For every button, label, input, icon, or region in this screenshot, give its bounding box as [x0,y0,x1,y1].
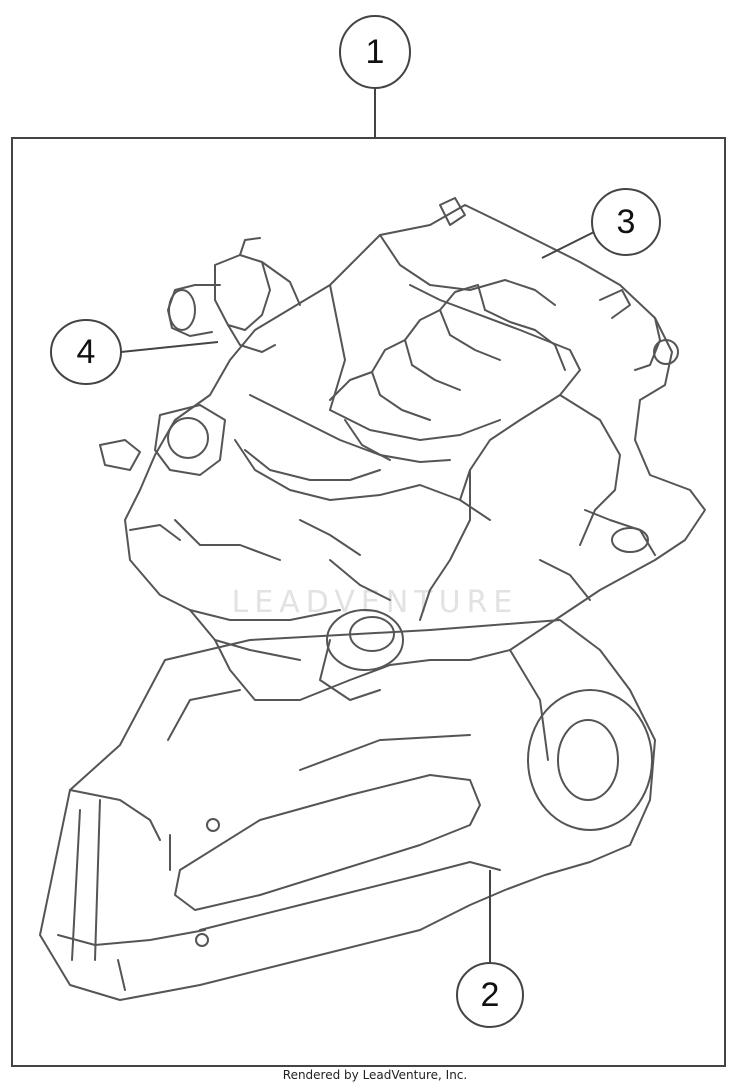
leader-line-3 [541,231,595,259]
callout-2[interactable]: 2 [456,962,524,1028]
svg-text:3: 3 [617,203,636,241]
svg-text:4: 4 [77,333,96,371]
brake-caliper-drawing [39,197,706,1001]
callout-1[interactable]: 1 [339,15,411,89]
callout-4[interactable]: 4 [50,319,122,385]
caliper-body [99,197,706,701]
footer-credit: Rendered by LeadVenture, Inc. [282,1068,468,1082]
callout-3[interactable]: 3 [591,188,661,256]
svg-text:1: 1 [366,33,385,71]
assembly-frame [11,137,726,1067]
caliper-bracket [39,619,656,1001]
svg-text:2: 2 [481,976,500,1014]
leader-line-4 [120,341,219,353]
bleed-valve [167,237,301,353]
watermark-text: LEADVENTURE [232,585,519,620]
